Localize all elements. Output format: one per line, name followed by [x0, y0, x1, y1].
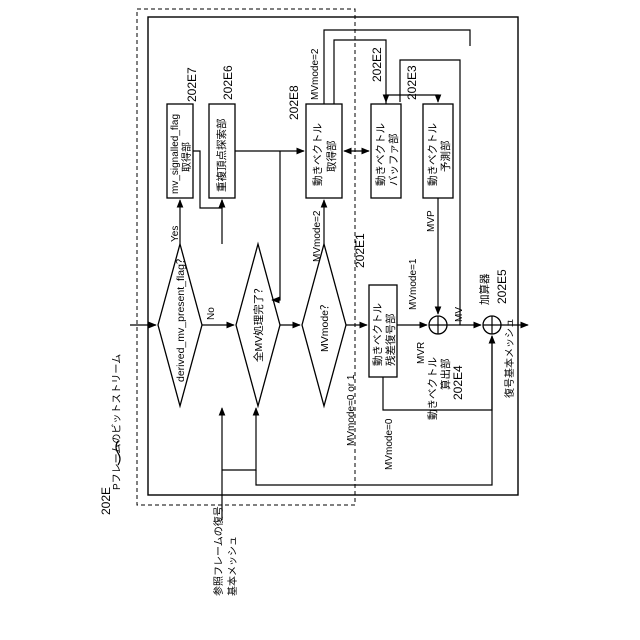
adder-circle: [483, 316, 501, 334]
block-duplicate-search-ref: 202E6: [221, 65, 235, 100]
input-label: Pフレームのビットストリーム: [111, 354, 123, 490]
branch-mv: MV: [454, 307, 465, 322]
mv-calc-circle: [429, 316, 447, 334]
block-residual-decoder-line2: 残差復号部: [384, 314, 397, 367]
outer-frame: [148, 17, 518, 495]
block-mv-getter-line2: 取得部: [325, 141, 338, 173]
branch-mvp: MVP: [426, 210, 437, 232]
branch-yes: Yes: [170, 226, 181, 242]
block-mv-calc-ref: 202E4: [451, 365, 465, 400]
block-mv-calc-line1: 動きベクトル: [426, 357, 439, 420]
block-mv-predictor-ref: 202E3: [405, 65, 419, 100]
branch-no: No: [206, 307, 217, 320]
figure-ref: 202E: [99, 487, 113, 515]
block-mv-predictor-line1: 動きベクトル: [426, 123, 439, 186]
decision-mv-mode-label: MVmode？: [319, 299, 331, 352]
block-flag-getter-ref: 202E7: [185, 67, 199, 102]
output-label: 復号基本メッシュ: [503, 318, 516, 398]
block-flag-getter-line2: 取得部: [180, 142, 193, 172]
block-mv-buffer-ref: 202E2: [370, 47, 384, 82]
block-residual-decoder-line1: 動きベクトル: [371, 303, 384, 366]
block-duplicate-search-line1: 重複頂点探索部: [215, 119, 228, 193]
decision-all-mv-done-label: 全MV処理完了？: [252, 283, 265, 362]
block-mv-getter-ref: 202E8: [287, 85, 301, 120]
decision-derived-flag-label: derived_mv_present_flag？: [175, 254, 187, 382]
block-residual-decoder-ref: 202E1: [353, 233, 367, 268]
block-mv-buffer-line1: 動きベクトル: [374, 123, 387, 186]
block-mv-getter-line1: 動きベクトル: [311, 123, 324, 186]
block-mv-predictor-line2: 予測部: [439, 141, 452, 173]
block-adder-line1: 加算器: [478, 273, 491, 305]
reference-mesh-label-line2: 基本メッシュ: [226, 536, 239, 596]
reference-mesh-label-line1: 参照フレームの復号: [212, 506, 225, 596]
block-adder-ref: 202E5: [495, 269, 509, 304]
block-flag-getter-line1: mv_signalled_flag: [170, 114, 181, 194]
branch-mvmode2-top: MVmode=2: [310, 48, 321, 100]
block-mv-buffer-line2: バッファ部: [387, 134, 400, 187]
branch-mvmode1: MVmode=1: [408, 258, 419, 310]
branch-mvmode0: MVmode=0: [384, 418, 395, 470]
branch-mvmode0-or-1: MVmode=0 or 1: [346, 374, 357, 446]
branch-mvmode2-side: MVmode=2: [312, 210, 323, 262]
branch-mvr: MVR: [416, 342, 427, 364]
